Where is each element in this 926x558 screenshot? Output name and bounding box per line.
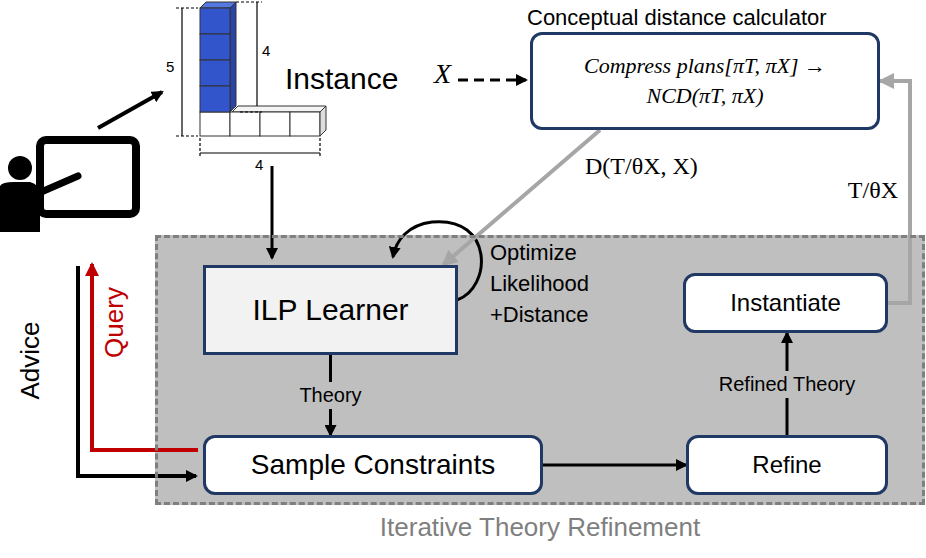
box-formula: Compress plans[πT, πX] → NCD(πT, πX) — [533, 51, 877, 110]
process-box: Instantiate — [683, 273, 888, 333]
box-heading: Conceptual distance calculator — [527, 5, 827, 31]
teacher-icon — [0, 140, 136, 232]
edge-label: T/θX — [848, 177, 898, 204]
band-fill — [155, 235, 925, 505]
advice-arrow — [78, 266, 196, 476]
box-label: Instantiate — [722, 289, 849, 317]
query-label: Query — [99, 287, 130, 358]
instance-arrow — [271, 166, 274, 258]
box-label: ILP Learner — [244, 293, 416, 327]
x-dashed-arrow — [458, 79, 526, 82]
edge-label: D(T/θX, X) — [585, 153, 698, 180]
process-box: Sample Constraints — [203, 435, 543, 495]
query-arrow — [92, 264, 198, 450]
edge-label: Refined Theory — [715, 371, 859, 398]
box-label: Refine — [744, 451, 829, 479]
variable-label: X — [434, 58, 451, 90]
process-box: Refine — [686, 435, 888, 495]
dimension-label: 4 — [255, 156, 263, 173]
process-box: ILP Learner — [203, 265, 458, 355]
pointer-arrow — [98, 92, 162, 128]
loop-label: Optimize Likelihood +Distance — [490, 238, 640, 330]
instance-label: Instance — [285, 62, 398, 96]
connector — [543, 464, 686, 467]
advice-label: Advice — [15, 321, 46, 399]
dimension-label: 4 — [262, 42, 270, 59]
dimension-label: 5 — [166, 58, 174, 75]
edge-label: Theory — [295, 382, 365, 409]
band-caption: Iterative Theory Refinement — [158, 512, 922, 543]
box-label: Sample Constraints — [243, 449, 503, 481]
distance-calculator-box: Conceptual distance calculatorCompress p… — [530, 32, 880, 130]
